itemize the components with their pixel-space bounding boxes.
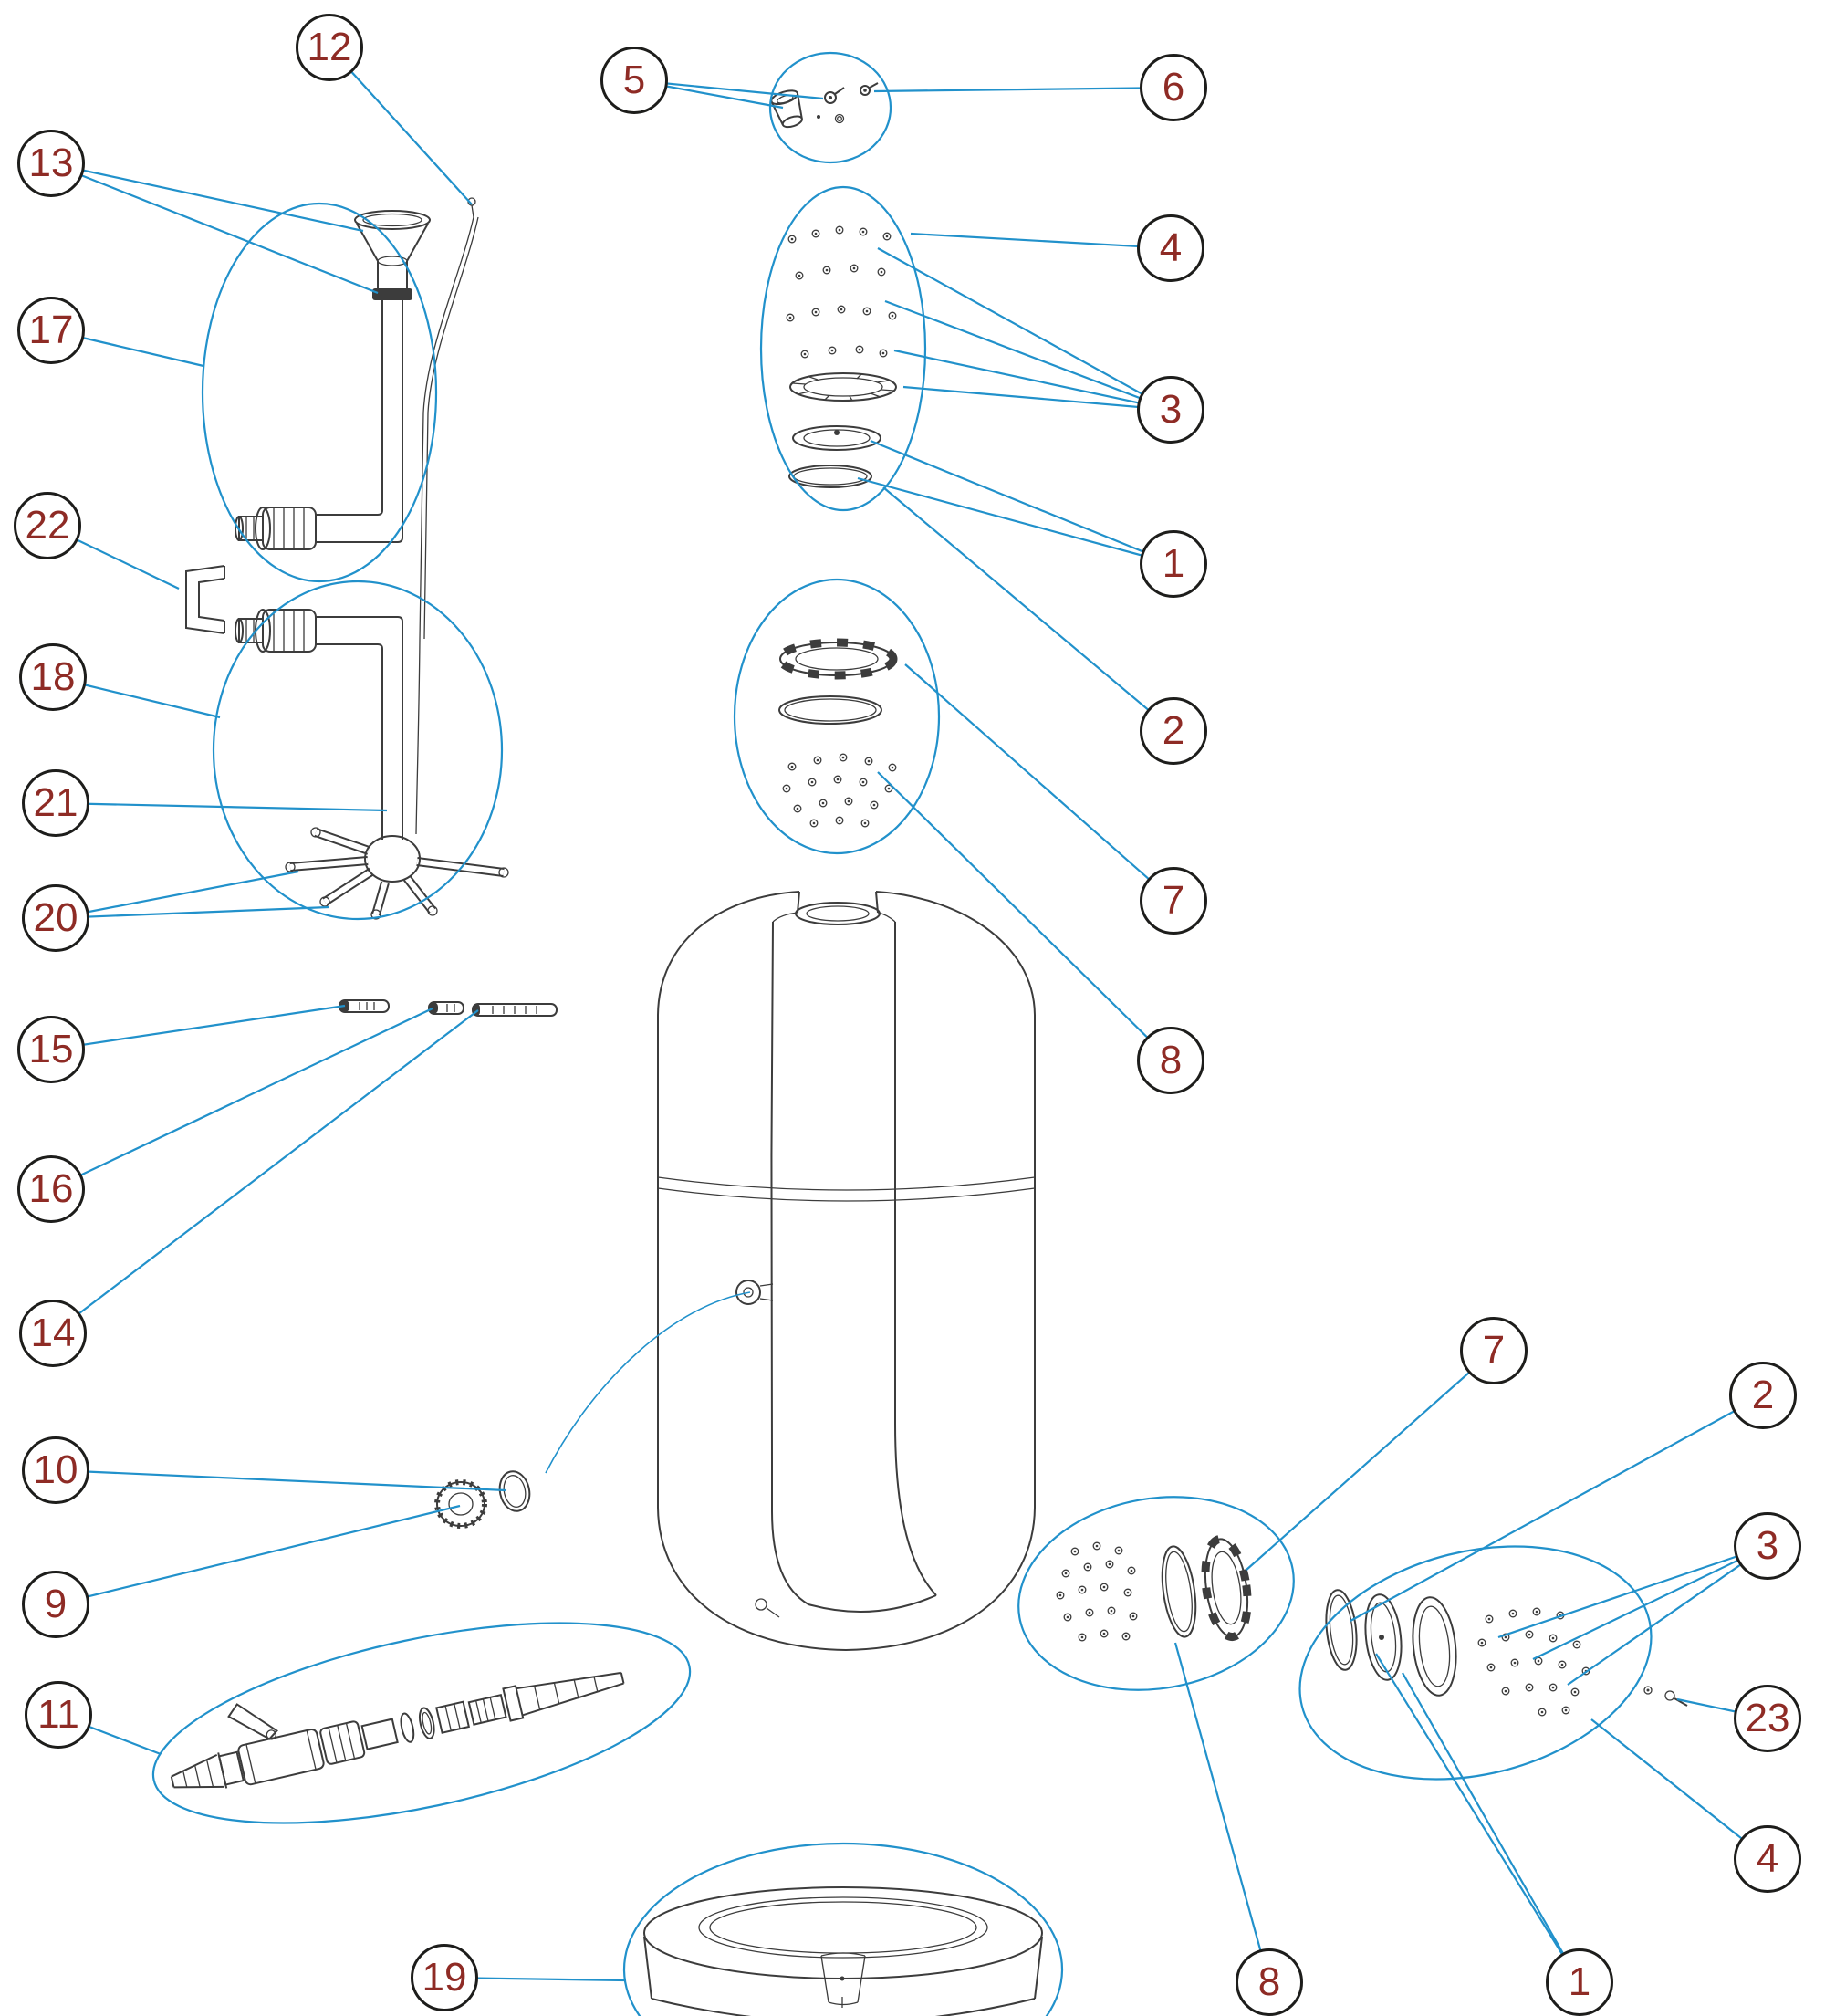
callout-23: 23 bbox=[1734, 1685, 1801, 1752]
callout-4-top: 4 bbox=[1137, 214, 1204, 282]
part-lower-standpipe-collector bbox=[235, 609, 509, 920]
part-bottom-perforated-plate bbox=[1056, 1541, 1138, 1642]
part-top-locking-ring bbox=[776, 638, 898, 680]
callout-21: 21 bbox=[22, 769, 89, 837]
part-bottom-lid-oring bbox=[1325, 1589, 1358, 1671]
callout-18: 18 bbox=[19, 643, 87, 711]
callout-1-bottom: 1 bbox=[1546, 1948, 1613, 2016]
part-top-diffuser-screws bbox=[786, 225, 897, 359]
callout-2-bottom: 2 bbox=[1729, 1362, 1797, 1429]
callout-5: 5 bbox=[600, 47, 668, 114]
part-base bbox=[643, 1886, 1043, 2016]
part-filter-tank bbox=[657, 891, 1036, 1652]
part-drain-plug-set bbox=[770, 82, 879, 129]
callout-4-bottom: 4 bbox=[1734, 1825, 1801, 1893]
part-top-perforated-plate bbox=[782, 753, 897, 828]
part-top-lid bbox=[792, 425, 881, 451]
part-bulkhead-nut-and-oring bbox=[434, 1470, 531, 1529]
callout-22: 22 bbox=[14, 492, 81, 559]
part-bottom-clamp-ring bbox=[1412, 1596, 1457, 1697]
callout-3-bottom: 3 bbox=[1734, 1512, 1801, 1580]
group-ellipses bbox=[151, 51, 1653, 2016]
callout-7-top: 7 bbox=[1140, 867, 1207, 935]
callout-16: 16 bbox=[17, 1155, 85, 1223]
callout-8-bottom: 8 bbox=[1236, 1948, 1303, 2016]
part-drain-valve-assembly bbox=[170, 1671, 625, 1789]
callout-15: 15 bbox=[17, 1016, 85, 1083]
part-bottom-plate-oring bbox=[1161, 1545, 1197, 1638]
callout-19: 19 bbox=[411, 1944, 478, 2011]
part-upper-standpipe bbox=[235, 210, 431, 550]
part-top-plate-oring bbox=[778, 695, 882, 725]
part-air-relief-tube bbox=[415, 197, 479, 835]
callout-6: 6 bbox=[1140, 54, 1207, 121]
callout-20: 20 bbox=[22, 884, 89, 952]
callout-3-top: 3 bbox=[1137, 376, 1204, 444]
callout-2-top: 2 bbox=[1140, 697, 1207, 765]
callout-11: 11 bbox=[25, 1681, 92, 1749]
callout-13: 13 bbox=[17, 130, 85, 197]
callout-14: 14 bbox=[19, 1300, 87, 1367]
callout-7-bottom: 7 bbox=[1460, 1317, 1528, 1384]
part-top-lid-oring bbox=[788, 465, 872, 488]
part-bottom-locking-ring bbox=[1201, 1534, 1252, 1642]
callout-9: 9 bbox=[22, 1571, 89, 1638]
part-top-clamp-ring bbox=[789, 372, 897, 402]
part-bottom-lid bbox=[1364, 1593, 1403, 1681]
callout-8-top: 8 bbox=[1137, 1027, 1204, 1094]
part-bottom-small-screws bbox=[1643, 1686, 1688, 1707]
callout-10: 10 bbox=[22, 1436, 89, 1504]
part-laterals bbox=[339, 999, 558, 1017]
callout-17: 17 bbox=[17, 297, 85, 364]
part-mounting-bracket bbox=[185, 565, 225, 634]
callout-1-top: 1 bbox=[1140, 530, 1207, 598]
callout-12: 12 bbox=[296, 14, 363, 81]
